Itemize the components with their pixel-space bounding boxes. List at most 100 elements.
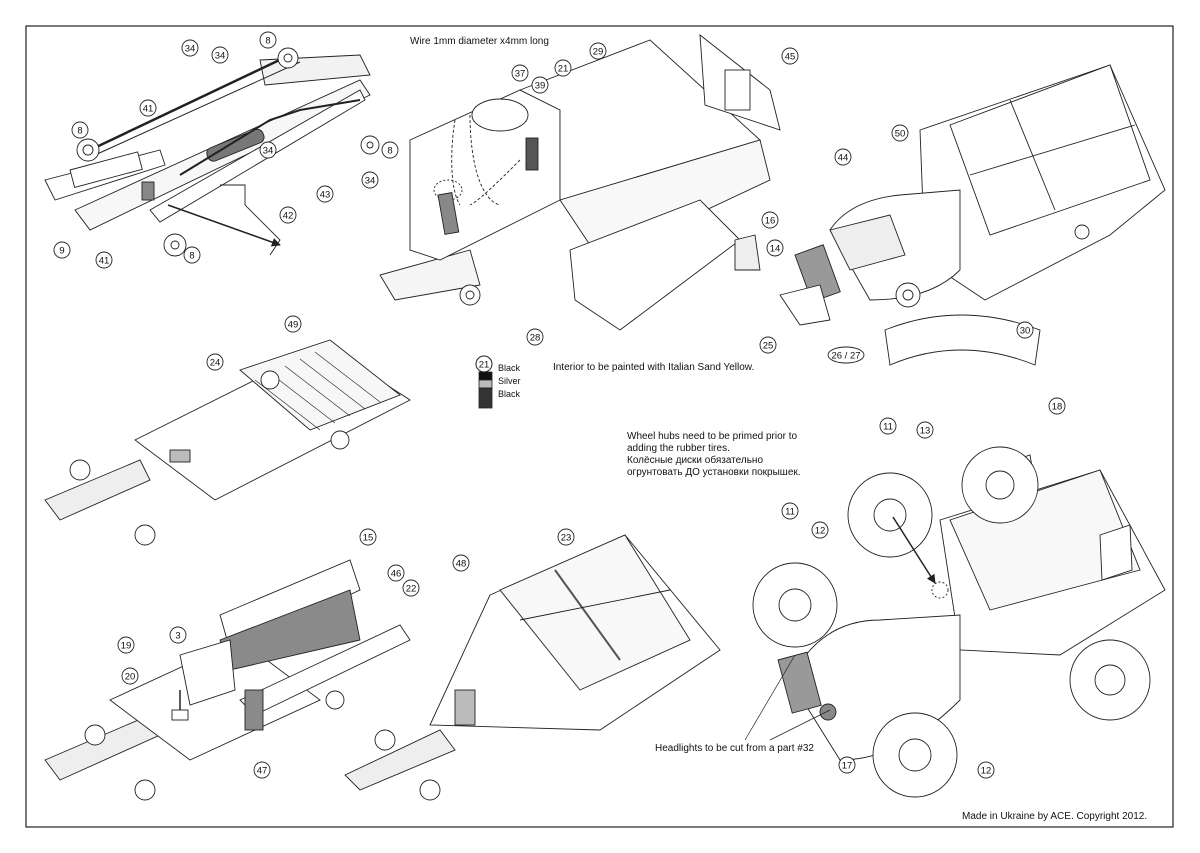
page-border — [25, 25, 1174, 828]
part-callout: 16 — [761, 211, 779, 229]
part-callout-number: 34 — [365, 175, 376, 186]
part-callout-number: 25 — [763, 340, 774, 351]
paint-color-2: Silver — [498, 376, 521, 386]
part-callout-number: 44 — [838, 152, 849, 163]
part-callout-number: 13 — [920, 425, 931, 436]
part-callout: 11 — [879, 417, 897, 435]
part-callout: 8 — [71, 121, 89, 139]
part-callout: 41 — [95, 251, 113, 269]
part-callout-number: 29 — [593, 46, 604, 57]
part-callout-number: 8 — [189, 250, 194, 261]
part-callout-number: 3 — [175, 630, 180, 641]
part-callout-number: 41 — [99, 255, 110, 266]
cab-interior-illustration — [379, 34, 781, 331]
part-callout: 42 — [279, 206, 297, 224]
part-callout-number: 42 — [283, 210, 294, 221]
part-callout-number: 28 — [530, 332, 541, 343]
part-callout-number: 21 — [558, 63, 569, 74]
part-callout: 20 — [121, 667, 139, 685]
part-callout-number: 15 — [363, 532, 374, 543]
part-callout: 50 — [891, 124, 909, 142]
part-callout: 39 — [531, 76, 549, 94]
part-callout: 15 — [359, 528, 377, 546]
part-callout: 29 — [589, 42, 607, 60]
part-callout: 13 — [916, 421, 934, 439]
part-callout: 45 — [781, 47, 799, 65]
part-callout: 47 — [253, 761, 271, 779]
part-callout-number: 47 — [257, 765, 268, 776]
part-callout-number: 20 — [125, 671, 136, 682]
part-callout: 46 — [387, 564, 405, 582]
part-callout-number: 23 — [561, 532, 572, 543]
part-callout: 19 — [117, 636, 135, 654]
part-callout: 25 — [759, 336, 777, 354]
chassis-frame-illustration — [44, 47, 380, 257]
part-callout: 3 — [169, 626, 187, 644]
part-callout: 34 — [181, 39, 199, 57]
part-callout-number: 12 — [981, 765, 992, 776]
part-callout-number: 34 — [215, 50, 226, 61]
part-callout-number: 43 — [320, 189, 331, 200]
part-callout: 49 — [284, 315, 302, 333]
part-callout: 26 / 27 — [827, 346, 865, 364]
part-callout-number: 30 — [1020, 325, 1031, 336]
body-hood-illustration — [779, 64, 1166, 366]
copyright-note: Made in Ukraine by ACE. Copyright 2012. — [962, 811, 1148, 822]
part-callout-number: 8 — [265, 35, 270, 46]
part-callout-number: 48 — [456, 558, 467, 569]
part-callout-number: 11 — [883, 421, 893, 432]
part-callout: 30 — [1016, 321, 1034, 339]
part-callout-number: 34 — [185, 43, 196, 54]
part-callout: 37 — [511, 64, 529, 82]
interior-paint-note: Interior to be painted with Italian Sand… — [553, 362, 755, 373]
part-callout-number: 37 — [515, 68, 526, 79]
part-callout: 44 — [834, 148, 852, 166]
part-callout: 41 — [139, 99, 157, 117]
wheel-hubs-note-ru-1: Колёсные диски обязательно — [627, 455, 764, 466]
part-callout: 23 — [557, 528, 575, 546]
paint-chart-callout: 21 — [475, 355, 493, 373]
part-callout: 34 — [259, 141, 277, 159]
paint-color-3: Black — [498, 389, 521, 399]
part-callout-number: 18 — [1052, 401, 1063, 412]
part-callout-number: 11 — [785, 506, 795, 517]
part-callout-number: 46 — [391, 568, 402, 579]
part-callout-number: 50 — [895, 128, 906, 139]
completed-vehicle-illustration — [744, 446, 1166, 798]
paint-color-1: Black — [498, 363, 521, 373]
part-callout: 21 — [554, 59, 572, 77]
part-callout: 22 — [402, 579, 420, 597]
part-callout-number: 14 — [770, 243, 781, 254]
svg-text:21: 21 — [479, 359, 490, 370]
part-callout-number: 12 — [815, 525, 826, 536]
part-callout: 12 — [977, 761, 995, 779]
part-callout-number: 26 / 27 — [831, 350, 860, 361]
paint-chart-part-21 — [478, 371, 493, 409]
part-callout-number: 8 — [387, 145, 392, 156]
part-callout-number: 17 — [842, 760, 853, 771]
part-callout-number: 45 — [785, 51, 796, 62]
part-callout: 12 — [811, 521, 829, 539]
wheel-hubs-note-en-1: Wheel hubs need to be primed prior to — [627, 431, 798, 442]
part-callout: 9 — [53, 241, 71, 259]
part-callout-number: 9 — [59, 245, 64, 256]
part-callout: 43 — [316, 185, 334, 203]
part-callout: 8 — [381, 141, 399, 159]
part-callout: 34 — [361, 171, 379, 189]
part-callout-number: 41 — [143, 103, 154, 114]
wheel-hubs-note-en-2: adding the rubber tires. — [627, 443, 730, 454]
part-callout: 8 — [259, 31, 277, 49]
part-callout: 8 — [183, 246, 201, 264]
part-callout: 17 — [838, 756, 856, 774]
part-callout-number: 19 — [121, 640, 132, 651]
part-callout: 28 — [526, 328, 544, 346]
part-callout-number: 39 — [535, 80, 546, 91]
part-callout: 18 — [1048, 397, 1066, 415]
fenders-seats-illustration — [44, 559, 411, 801]
part-callout: 11 — [781, 502, 799, 520]
assembled-body-illustration — [344, 534, 721, 801]
part-callout: 48 — [452, 554, 470, 572]
